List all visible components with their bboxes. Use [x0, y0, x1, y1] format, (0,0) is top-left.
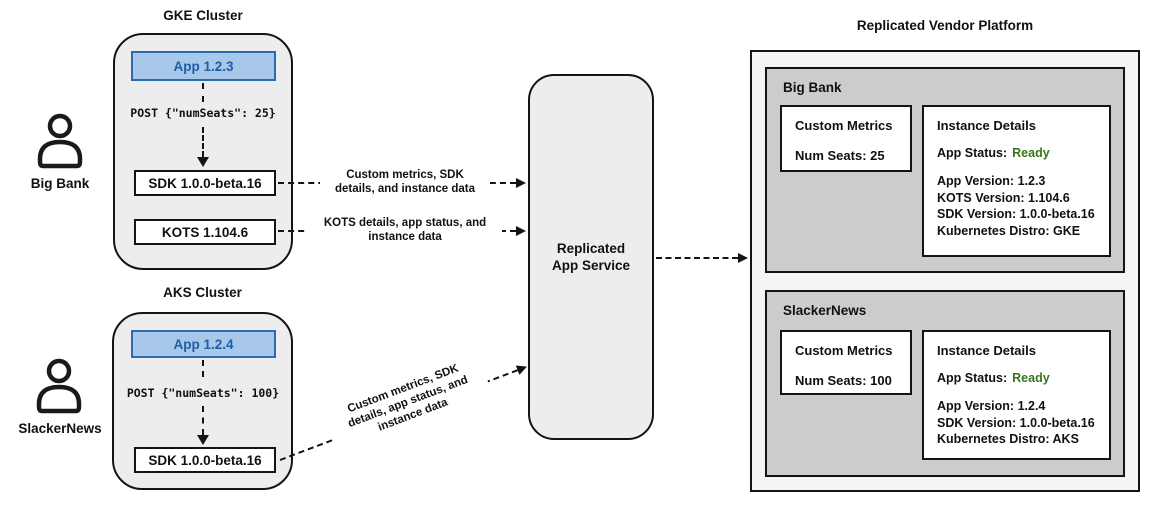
big-bank-user-icon [35, 112, 85, 170]
sdk-to-service-arrowhead-icon [516, 178, 526, 188]
aks-sdk-to-service-arrowhead-icon [515, 362, 529, 375]
kots-to-service-arrowhead-icon [516, 226, 526, 236]
big-bank-app-version: App Version: 1.2.3 [937, 174, 1046, 188]
slackernews-instance-details-box: Instance Details App Status: Ready App Ve… [922, 330, 1111, 460]
big-bank-num-seats: Num Seats: 25 [795, 148, 885, 163]
slackernews-sdk-version: SDK Version: 1.0.0-beta.16 [937, 415, 1095, 430]
gke-app-node: App 1.2.3 [131, 51, 276, 81]
big-bank-custom-metrics-box: Custom Metrics Num Seats: 25 [780, 105, 912, 172]
platform-title: Replicated Vendor Platform [856, 18, 1034, 33]
big-bank-kubernetes-distro: Kubernetes Distro: GKE [937, 223, 1081, 238]
big-bank-instance-details-box: Instance Details App Status: Ready App Ve… [922, 105, 1111, 257]
aks-app-node: App 1.2.4 [131, 330, 276, 358]
sdk-to-service-arrow-label: Custom metrics, SDK details, and instanc… [320, 168, 490, 196]
slackernews-app-status-value: Ready [1012, 371, 1050, 385]
tenant-big-bank-title: Big Bank [783, 80, 842, 95]
big-bank-app-status-label: App Status: [937, 146, 1008, 160]
gke-sdk-node: SDK 1.0.0-beta.16 [134, 170, 276, 196]
aks-sdk-to-service-arrow-label: Custom metrics, SDK details, app status,… [323, 353, 493, 451]
aks-cluster-title: AKS Cluster [163, 285, 242, 300]
slackernews-custom-metrics-box: Custom Metrics Num Seats: 100 [780, 330, 912, 395]
slackernews-app-status: App Status: Ready [937, 371, 1109, 385]
slackernews-instance-detail-lines: App Version: 1.2.4 SDK Version: 1.0.0-be… [937, 398, 1109, 448]
service-to-platform-arrowhead-icon [738, 253, 748, 263]
big-bank-user-label: Big Bank [30, 176, 90, 191]
big-bank-sdk-version: SDK Version: 1.0.0-beta.16 [937, 207, 1095, 221]
aks-app-to-post-connector [202, 360, 204, 377]
aks-post-call: POST {"numSeats": 100} [126, 386, 280, 400]
service-to-platform-arrow [656, 257, 738, 259]
aks-post-to-sdk-connector [202, 406, 204, 435]
slackernews-app-status-label: App Status: [937, 371, 1008, 385]
gke-post-to-sdk-connector [202, 127, 204, 157]
slackernews-kubernetes-distro: Kubernetes Distro: AKS [937, 432, 1079, 446]
aks-sdk-node: SDK 1.0.0-beta.16 [134, 447, 276, 473]
aks-arrowhead-down-icon [197, 435, 209, 445]
slackernews-custom-metrics-title: Custom Metrics [795, 343, 893, 358]
tenant-slackernews-title: SlackerNews [783, 303, 867, 318]
big-bank-app-status: App Status: Ready [937, 146, 1109, 160]
slackernews-num-seats: Num Seats: 100 [795, 373, 892, 388]
slackernews-app-version: App Version: 1.2.4 [937, 399, 1046, 413]
gke-arrowhead-down-icon [197, 157, 209, 167]
kots-to-service-arrow-label: KOTS details, app status, and instance d… [308, 216, 502, 244]
big-bank-custom-metrics-title: Custom Metrics [795, 118, 893, 133]
big-bank-instance-details-title: Instance Details [937, 118, 1036, 133]
big-bank-kots-version: KOTS Version: 1.104.6 [937, 190, 1070, 205]
gke-app-to-post-connector [202, 83, 204, 102]
big-bank-instance-detail-lines: App Version: 1.2.3 KOTS Version: 1.104.6… [937, 173, 1109, 239]
big-bank-app-status-value: Ready [1012, 146, 1050, 160]
slackernews-user-icon [34, 357, 84, 415]
gke-post-call: POST {"numSeats": 25} [130, 106, 276, 120]
gke-kots-node: KOTS 1.104.6 [134, 219, 276, 245]
replicated-app-service-box: Replicated App Service [528, 74, 654, 440]
slackernews-user-label: SlackerNews [18, 421, 102, 436]
slackernews-instance-details-title: Instance Details [937, 343, 1036, 358]
gke-cluster-title: GKE Cluster [163, 8, 243, 23]
